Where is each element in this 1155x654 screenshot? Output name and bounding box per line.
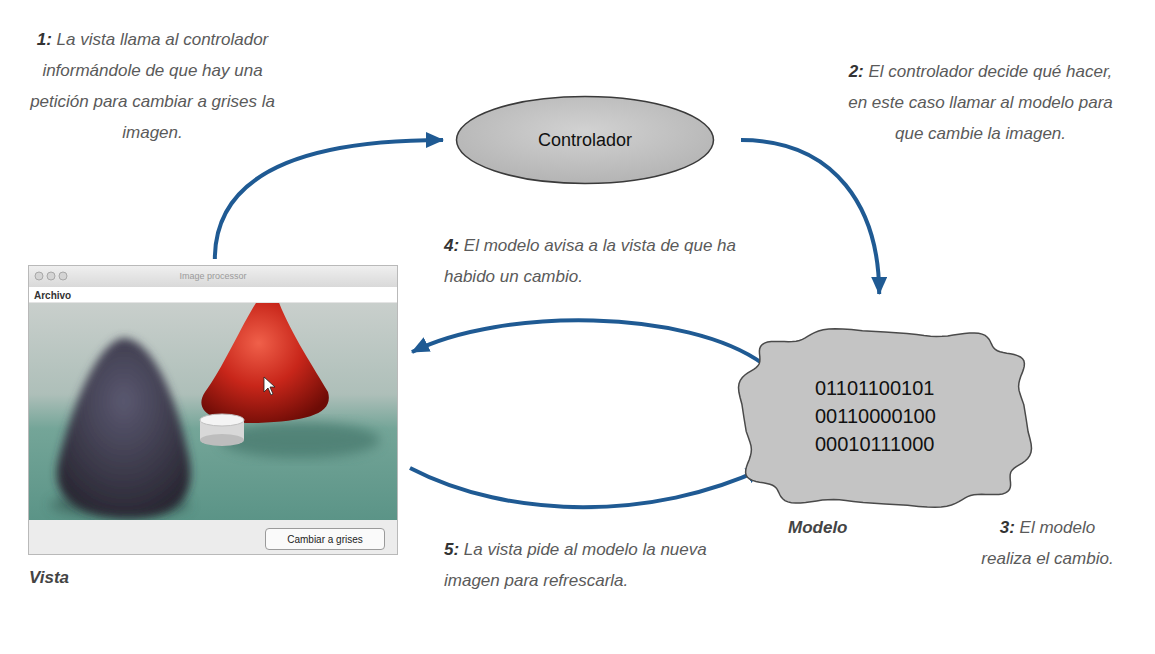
flow-arrow bbox=[215, 140, 443, 259]
callout-number: 1: bbox=[37, 30, 52, 49]
node-title: Controlador bbox=[455, 130, 715, 151]
callout-number: 4: bbox=[444, 236, 459, 255]
binary-data: 01101100101 00110000100 00010111000 bbox=[815, 374, 955, 458]
callout-number: 3: bbox=[1000, 518, 1015, 537]
ellipse-shape bbox=[457, 97, 714, 184]
node-caption: Vista bbox=[29, 568, 69, 588]
controller-ellipse: Controlador bbox=[455, 95, 715, 185]
step-note: 5: La vista pide al modelo la nueva imag… bbox=[444, 534, 734, 596]
view-window: Image processorArchivoVistaCambiar a gri… bbox=[28, 265, 398, 555]
gray-button: Cambiar a grises bbox=[265, 528, 385, 550]
model-blob: 01101100101 00110000100 00010111000Model… bbox=[740, 328, 1030, 508]
button-label: Cambiar a grises bbox=[266, 534, 384, 545]
menu-item: Archivo bbox=[34, 290, 71, 301]
step-note: 1: La vista llama al controlador informá… bbox=[20, 24, 285, 148]
flow-arrow bbox=[412, 320, 763, 364]
node-caption: Modelo bbox=[788, 518, 848, 538]
note-text: La vista llama al controlador informándo… bbox=[30, 30, 275, 142]
step-note: 4: El modelo avisa a la vista de que ha … bbox=[444, 230, 744, 292]
note-text: La vista pide al modelo la nueva imagen … bbox=[444, 540, 707, 590]
callout-number: 2: bbox=[849, 62, 864, 81]
window-title: Image processor bbox=[29, 271, 397, 281]
note-text: El modelo avisa a la vista de que ha hab… bbox=[444, 236, 736, 286]
step-note: 2: El controlador decide qué hacer, en e… bbox=[843, 56, 1118, 149]
step-note: 3: El modelo realiza el cambio. bbox=[980, 512, 1115, 574]
note-text: El controlador decide qué hacer, en este… bbox=[848, 62, 1113, 143]
callout-number: 5: bbox=[444, 540, 459, 559]
blob-shape bbox=[739, 329, 1032, 508]
flow-arrow bbox=[741, 140, 879, 294]
flow-arrow bbox=[410, 468, 763, 507]
